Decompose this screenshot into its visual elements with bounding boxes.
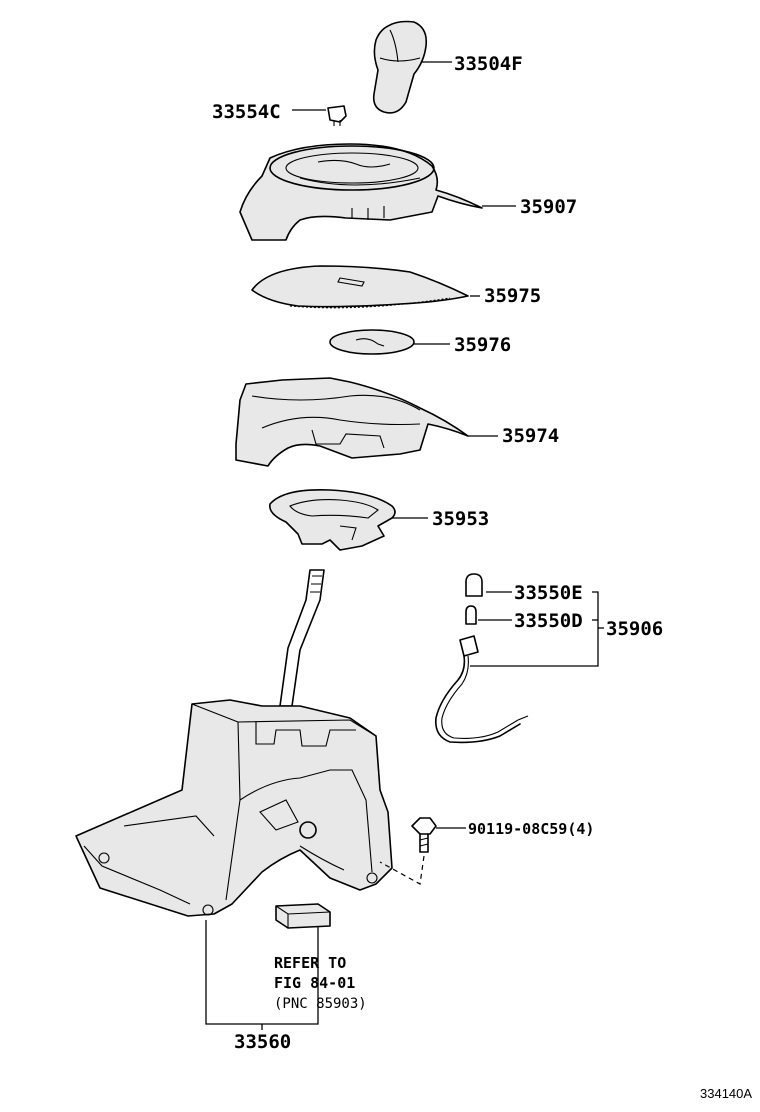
bulb-d [465,605,477,625]
bulb-e [465,573,483,597]
wire-harness [434,635,529,744]
label-indicator-base: 35974 [502,425,559,447]
shift-knob [372,20,428,114]
figure-code: 334140A [700,1086,752,1101]
bolt [411,817,437,853]
knob-clip [327,105,347,126]
dial-plate [329,329,415,355]
note-line-1: REFER TO [274,954,346,972]
label-dial-plate: 35976 [454,334,511,356]
label-wire-assy: 35906 [606,618,663,640]
note-line-3: (PNC 85903) [274,996,367,1012]
label-bulb-e: 33550E [514,582,583,604]
label-shift-lever-assy: 33560 [234,1031,291,1053]
note-line-2: FIG 84-01 [274,974,355,992]
label-indicator-housing: 35907 [520,196,577,218]
label-bulb-d: 33550D [514,610,583,632]
label-knob: 33504F [454,53,523,75]
label-knob-clip: 33554C [212,101,281,123]
label-retainer: 35953 [432,508,489,530]
indicator-housing [239,143,483,241]
indicator-base [235,377,469,467]
retainer [269,488,396,551]
slide-plate [251,265,469,309]
shift-lever-assembly [75,569,393,917]
label-bolt: 90119-08C59(4) [468,820,594,838]
label-slide-plate: 35975 [484,285,541,307]
connector-box [275,903,331,929]
